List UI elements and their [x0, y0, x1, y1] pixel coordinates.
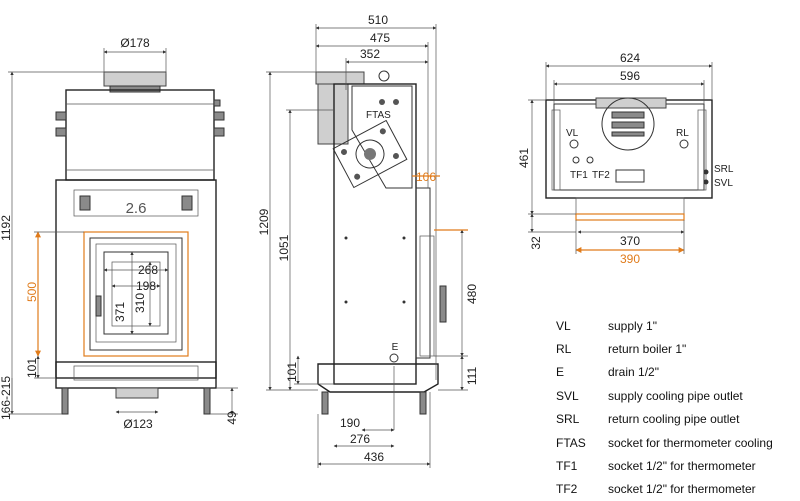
legend-row: E drain 1/2": [556, 361, 796, 384]
dim-leg-height: 49: [225, 411, 239, 425]
legend-desc: supply 1": [608, 318, 657, 333]
legend-row: SRL return cooling pipe outlet: [556, 408, 796, 431]
legend-desc: socket 1/2" for thermometer: [608, 482, 756, 497]
dim-overall-height: 1192: [0, 215, 13, 241]
legend-desc: socket 1/2" for thermometer: [608, 459, 756, 474]
model-badge: 2.6: [126, 200, 147, 217]
viewing-window: [103, 251, 169, 335]
legend-code: RL: [556, 342, 572, 357]
dim-side-276: 276: [350, 432, 370, 446]
rl-socket: [679, 139, 689, 149]
legend-code: E: [556, 365, 565, 380]
frame-body: [55, 179, 217, 379]
dim-top-370: 370: [620, 234, 640, 248]
air-inlet: [115, 387, 159, 399]
legend-code: VL: [556, 318, 571, 333]
tf1-socket: [572, 156, 580, 164]
dim-side-352: 352: [360, 47, 380, 61]
ftas-plate: [332, 119, 408, 189]
side-view: FTAS E 510 475 352 1209 1051: [257, 13, 479, 468]
dim-side-1209: 1209: [257, 208, 271, 235]
dim-base-range: 166-215: [0, 376, 13, 420]
legend-code: TF1: [556, 459, 578, 474]
top-inspection-port: [615, 169, 645, 183]
legend: VL supply 1" RL return boiler 1" E drain…: [556, 314, 796, 501]
side-door: [415, 187, 431, 359]
door-frame-outline: [83, 231, 189, 357]
legend-row: TF1 socket 1/2" for thermometer: [556, 454, 796, 477]
legend-code: TF2: [556, 482, 578, 497]
dim-window-height: 371: [113, 302, 127, 322]
tf2-label: TF2: [592, 170, 610, 181]
legend-desc: socket for thermometer cooling: [608, 435, 773, 450]
top-door-outline: [575, 213, 685, 221]
dim-top-390: 390: [620, 252, 640, 266]
vl-label: VL: [566, 128, 579, 139]
legend-row: TF2 socket 1/2" for thermometer: [556, 478, 796, 501]
technical-drawing: 2.6 268 198 371 310 Ø178 1192: [0, 13, 734, 468]
side-boiler-block: [351, 85, 413, 189]
dim-front-bottom-offset: 101: [25, 358, 39, 378]
legend-row: VL supply 1": [556, 314, 796, 337]
ftas-label: FTAS: [366, 110, 391, 121]
top-flue-damper: [601, 97, 655, 151]
legend-desc: return boiler 1": [608, 342, 687, 357]
drain-socket: [389, 353, 399, 363]
dim-top-32: 32: [529, 236, 543, 250]
side-flue-collar: [315, 71, 365, 85]
door: [89, 237, 183, 351]
dim-chimney-diameter: Ø178: [120, 36, 150, 50]
legend-row: FTAS socket for thermometer cooling: [556, 431, 796, 454]
dim-door-height: 500: [25, 282, 39, 302]
dim-side-436: 436: [364, 450, 384, 464]
door-handle: [95, 295, 102, 317]
side-lifting-eye: [378, 70, 390, 82]
side-door-handle: [439, 285, 447, 323]
legend-row: RL return boiler 1": [556, 337, 796, 360]
legend-code: SRL: [556, 412, 580, 427]
tf1-label: TF1: [570, 170, 588, 181]
legend-desc: supply cooling pipe outlet: [608, 388, 743, 403]
legend-code: SVL: [556, 388, 579, 403]
drain-label: E: [392, 342, 399, 353]
dim-side-1051: 1051: [277, 234, 291, 261]
top-view: VL RL TF1 TF2 SRL SVL 624 596 461 32 370…: [517, 51, 734, 266]
dim-side-475: 475: [370, 31, 390, 45]
dim-window-width: 268: [138, 263, 158, 277]
dim-side-190: 190: [340, 416, 360, 430]
front-view: 2.6 268 198 371 310 Ø178 1192: [0, 36, 239, 431]
dim-side-door-480: 480: [465, 284, 479, 304]
rl-label: RL: [676, 128, 689, 139]
leg-left: [61, 387, 69, 415]
dim-window-inner-width: 198: [136, 279, 156, 293]
top-flue-flange: [595, 97, 667, 109]
vl-socket: [569, 139, 579, 149]
legend-desc: return cooling pipe outlet: [608, 412, 740, 427]
flue-collar: [103, 71, 167, 87]
dim-side-510: 510: [368, 13, 388, 27]
dim-window-inner-height: 310: [133, 293, 147, 313]
leg-right: [203, 387, 211, 415]
dim-top-624: 624: [620, 51, 640, 65]
svl-label: SVL: [714, 178, 733, 189]
legend-row: SVL supply cooling pipe outlet: [556, 384, 796, 407]
srl-label: SRL: [714, 164, 734, 175]
dim-top-461: 461: [517, 148, 531, 168]
dim-top-596: 596: [620, 69, 640, 83]
tf2-socket: [586, 156, 594, 164]
dim-side-bottom-101: 101: [285, 362, 299, 382]
side-base: [317, 363, 439, 393]
flue-ring: [109, 85, 161, 93]
legend-desc: drain 1/2": [608, 365, 659, 380]
dim-side-106: 106: [416, 170, 436, 184]
boiler-top-body: [65, 89, 215, 181]
dim-side-bottom-111: 111: [465, 367, 479, 386]
legend-code: FTAS: [556, 435, 586, 450]
dim-inlet-diameter: Ø123: [123, 417, 153, 431]
